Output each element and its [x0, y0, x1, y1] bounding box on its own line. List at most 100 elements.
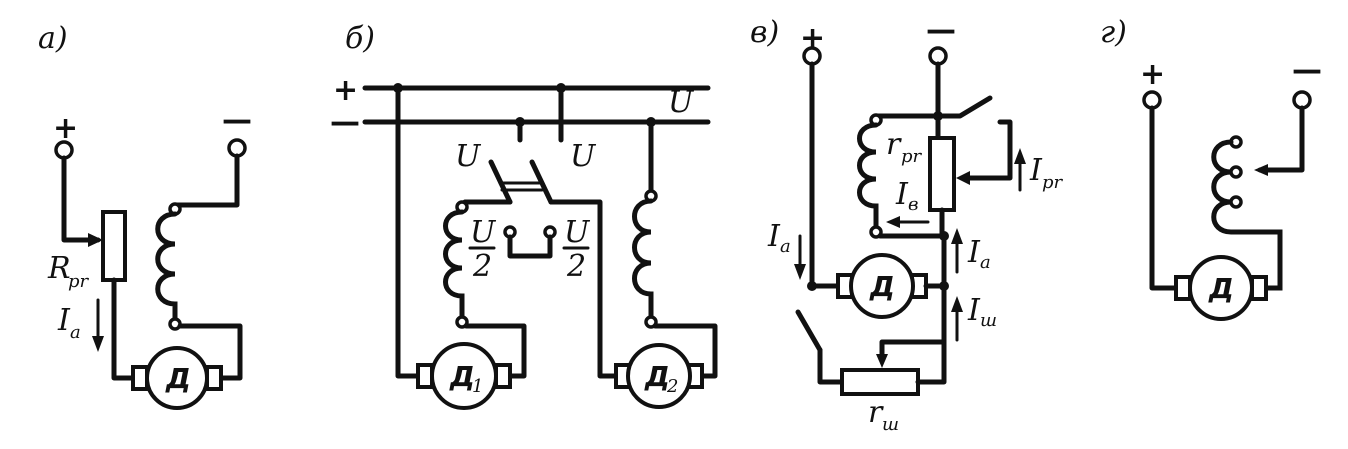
panel-b: б) + — U U U U 2 U 2: [330, 21, 718, 410]
panel-c-lower-wire-right: [915, 369, 947, 385]
panel-c-ia-right-arrow-head: [951, 228, 963, 244]
panel-a-current-arrow-head: [92, 336, 104, 352]
panel-d-minus-wire: [1257, 105, 1305, 173]
panel-c-rsh-resistor: [840, 368, 920, 396]
panel-a-slider-arrow: [88, 233, 103, 247]
panel-c-minus: —: [926, 13, 956, 48]
panel-c-ib-arrow-head: [886, 216, 900, 228]
panel-c-ib-label: I: [895, 177, 909, 212]
panel-b-motor1-label: Д: [449, 360, 475, 393]
panel-c-rsh-slider-wire: [879, 339, 947, 359]
panel-a-plus: +: [53, 111, 78, 146]
panel-a-rheostat: [101, 210, 127, 282]
panel-a-armature-wire: [111, 277, 138, 381]
panel-a-minus-wire: [173, 153, 240, 208]
panel-b-label: б): [345, 21, 375, 56]
panel-a-coil-return-wire: [177, 323, 243, 381]
panel-c-node-left: [807, 281, 817, 291]
panel-d-plus-wire: [1149, 105, 1181, 291]
panel-c-ish-arrow-head: [951, 296, 963, 312]
panel-c-label: в): [750, 15, 779, 50]
panel-c-ib-sub: в: [908, 194, 918, 215]
panel-c-lower-wire-left: [817, 347, 845, 385]
panel-c-ish-label: I: [967, 293, 981, 328]
panel-c-top-switch: [935, 95, 993, 119]
panel-b-field-coil-1: [443, 209, 465, 321]
panel-c-ia-right-label: I: [967, 235, 981, 270]
panel-b-motor2-label: Д: [644, 360, 670, 393]
panel-b-motor1-sub: 1: [472, 376, 483, 397]
panel-c: в) + — r pr I pr I в: [750, 13, 1064, 435]
panel-d-slider-arrow: [1254, 164, 1268, 176]
panel-b-field-coil-2: [632, 198, 654, 321]
panel-c-ia-left-arrow-head: [794, 264, 806, 280]
panel-c-ipr-label: I: [1029, 153, 1043, 188]
panel-d-motor: [1188, 255, 1254, 321]
panel-a-plus-wire: [61, 155, 101, 243]
panel-b-plus: +: [333, 73, 358, 108]
panel-c-ish-sub: ш: [980, 310, 997, 331]
panel-b-motor1-brush-right: [494, 363, 512, 389]
panel-a-rheostat-label: R: [47, 251, 71, 286]
panel-d-minus: —: [1292, 53, 1322, 88]
panel-c-motor-label: Д: [869, 270, 895, 303]
panel-c-motor: [849, 253, 915, 319]
panel-c-rpr-slider-arrow: [956, 171, 970, 185]
panel-a-current-sub: a: [70, 322, 81, 343]
panel-d-motor-brush-left: [1174, 275, 1192, 301]
panel-c-rsh-sub: ш: [882, 414, 899, 435]
panel-d-field-coil: [1211, 139, 1283, 291]
panel-b-switch-right-out: [548, 199, 621, 379]
panel-b-switch-blade-right: [529, 159, 554, 205]
panel-a-motor-brush-right: [205, 365, 223, 391]
panel-b-switch-right-label: U: [570, 139, 597, 174]
panel-b-motor1-brush-left: [416, 363, 434, 389]
panel-c-field-coil: [857, 122, 879, 231]
panel-b-motor-1: [430, 342, 498, 410]
panel-c-rpr-label: r: [886, 127, 902, 162]
panel-b-coil1-return-wire: [463, 323, 527, 379]
panel-b-half-left-den: 2: [472, 249, 492, 284]
panel-d-tap-3: [1229, 195, 1243, 209]
panel-a-rheostat-sub: pr: [68, 271, 90, 292]
panel-c-ia-left-label: I: [767, 219, 781, 254]
panel-d-plus: +: [1140, 57, 1165, 92]
panel-c-rpr-sub: pr: [901, 146, 923, 167]
panel-b-jumper: [507, 234, 553, 259]
panel-a-current-label: I: [57, 303, 71, 338]
panel-b-switch-link: [498, 181, 544, 192]
panel-b-half-right-den: 2: [566, 249, 586, 284]
panel-b-half-left-num: U: [470, 215, 497, 250]
panel-c-rpr-slider-wire: [959, 119, 1013, 181]
panel-d: г) + — Д: [1100, 15, 1322, 321]
panel-b-minus: —: [330, 105, 360, 140]
panel-b-motor-2: [626, 343, 692, 409]
panel-a-minus: —: [222, 103, 252, 138]
panel-c-rsh-slider-arrow: [876, 354, 888, 368]
panel-a-label: а): [38, 21, 68, 56]
panel-a-motor: [145, 346, 209, 410]
panel-d-label: г): [1100, 15, 1127, 50]
panel-c-rsh-label: r: [868, 395, 884, 430]
panel-a-motor-label: Д: [165, 362, 191, 395]
panel-a-motor-brush-left: [131, 365, 149, 391]
panel-c-ipr-sub: pr: [1042, 172, 1064, 193]
panel-c-lower-switch: [795, 309, 823, 353]
panel-c-ia-right-sub: a: [980, 252, 991, 273]
panel-b-switch-left-label: U: [455, 139, 482, 174]
panel-c-ipr-arrow-head: [1014, 148, 1026, 164]
panel-b-half-right-num: U: [564, 215, 591, 250]
panel-d-motor-label: Д: [1208, 272, 1234, 305]
panel-d-motor-brush-right: [1250, 275, 1268, 301]
panel-a: а) + — R pr I a Д: [38, 21, 252, 410]
panel-c-plus-wire: [809, 61, 843, 289]
panel-b-left-motor-wire: [395, 85, 423, 379]
panel-c-rpr-resistor: [928, 136, 956, 212]
panel-a-field-coil: [155, 211, 178, 323]
panel-c-ia-left-sub: a: [780, 236, 791, 257]
panel-b-motor2-sub: 2: [666, 376, 678, 397]
panel-b-bus-voltage: U: [668, 85, 695, 120]
panel-b-coil2-return-wire: [652, 323, 718, 379]
panel-d-tap-2: [1229, 165, 1243, 179]
